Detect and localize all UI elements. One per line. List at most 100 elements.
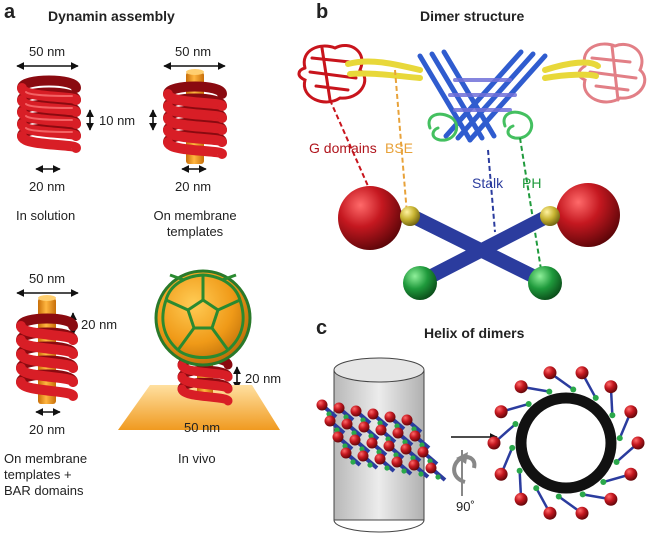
panel-title-b: Dimer structure bbox=[420, 8, 525, 24]
diameter-label-bar: 20 nm bbox=[29, 422, 66, 437]
ring-ph-domain bbox=[516, 467, 523, 474]
ring-ph-domain bbox=[570, 386, 577, 393]
rotation-indicator bbox=[451, 433, 498, 496]
side-g-domain bbox=[357, 450, 369, 462]
ring-g-domain bbox=[487, 436, 501, 450]
pitch-label-vivo: 20 nm bbox=[245, 371, 282, 386]
g-domain-ribbon-right bbox=[577, 42, 647, 104]
ring-ph-domain bbox=[600, 479, 607, 486]
membrane-floor bbox=[118, 385, 280, 430]
side-g-domain bbox=[391, 456, 403, 468]
side-g-domain bbox=[425, 462, 437, 474]
ring-g-domain bbox=[624, 405, 638, 419]
ring-g-domain bbox=[494, 405, 508, 419]
caption-bar-line1: On membrane bbox=[4, 451, 88, 466]
in-vivo-vesicle bbox=[118, 269, 280, 430]
ring-g-domain bbox=[575, 366, 589, 380]
side-ph-domain bbox=[376, 449, 382, 455]
ring-ph-domain bbox=[613, 458, 620, 465]
ring-dimers bbox=[487, 366, 645, 520]
diameter-label-solution: 20 nm bbox=[29, 179, 66, 194]
ph-sphere-left bbox=[403, 266, 437, 300]
side-g-domain bbox=[374, 453, 386, 465]
side-ph-domain bbox=[435, 474, 441, 480]
panel-title-a: Dynamin assembly bbox=[48, 8, 175, 24]
leader-bse bbox=[394, 69, 408, 215]
helix-in-solution bbox=[17, 75, 81, 153]
side-g-domain bbox=[350, 405, 362, 417]
side-g-domain bbox=[349, 434, 361, 446]
caption-membrane-line2: templates bbox=[166, 224, 224, 239]
clathrin-coated-vesicle bbox=[154, 269, 252, 367]
width-label-membrane: 50 nm bbox=[175, 44, 212, 59]
side-ph-domain bbox=[368, 433, 374, 439]
width-label-bar: 50 nm bbox=[29, 271, 66, 286]
ring-ph-domain bbox=[533, 485, 540, 492]
side-ph-domain bbox=[419, 442, 425, 448]
helix-on-membrane bbox=[163, 69, 227, 164]
panel-letter-b: b bbox=[316, 1, 329, 23]
label-g-domains: G domains bbox=[309, 140, 377, 156]
bse-sphere-right bbox=[540, 206, 560, 226]
stalk-rod-2 bbox=[413, 209, 555, 289]
caption-membrane-line1: On membrane bbox=[153, 208, 237, 223]
width-label-solution: 50 nm bbox=[29, 44, 66, 59]
leader-lines bbox=[329, 69, 544, 283]
g-domain-ribbon-left bbox=[297, 44, 367, 104]
ring-ph-domain bbox=[616, 435, 623, 442]
caption-bar-line2: templates + bbox=[4, 467, 72, 482]
helix-with-bar-domains bbox=[16, 295, 78, 404]
ring-g-domain bbox=[575, 506, 589, 520]
pitch-label-bar: 20 nm bbox=[81, 317, 118, 332]
ring-g-domain bbox=[514, 492, 528, 506]
ph-sphere-right bbox=[528, 266, 562, 300]
side-g-domain bbox=[324, 415, 336, 427]
g-domain-sphere-right bbox=[556, 183, 620, 247]
side-g-domain bbox=[401, 414, 413, 426]
side-ph-domain bbox=[402, 439, 408, 445]
ph-domain-ribbons bbox=[427, 110, 534, 142]
side-g-domain bbox=[366, 437, 378, 449]
bse-helices bbox=[345, 58, 601, 81]
dimer-schematic bbox=[338, 183, 620, 300]
ring-g-domain bbox=[514, 380, 528, 394]
side-ph-domain bbox=[360, 417, 366, 423]
ring-ph-domain bbox=[609, 412, 616, 419]
side-ph-domain bbox=[377, 420, 383, 426]
caption-in-vivo: In vivo bbox=[178, 451, 216, 466]
ring-g-domain bbox=[543, 366, 557, 380]
side-ph-domain bbox=[384, 465, 390, 471]
side-ph-domain bbox=[411, 426, 417, 432]
side-ph-domain bbox=[342, 443, 348, 449]
side-ph-domain bbox=[350, 459, 356, 465]
panel-letter-c: c bbox=[316, 317, 328, 339]
side-g-domain bbox=[316, 399, 328, 411]
side-ph-domain bbox=[427, 458, 433, 464]
ring-ph-domain bbox=[546, 388, 553, 395]
label-stalk: Stalk bbox=[472, 175, 504, 191]
side-g-domain bbox=[383, 440, 395, 452]
ring-g-domain bbox=[604, 492, 618, 506]
side-g-domain bbox=[417, 446, 429, 458]
side-g-domain bbox=[400, 443, 412, 455]
ring-g-domain bbox=[631, 436, 645, 450]
side-ph-domain bbox=[334, 427, 340, 433]
side-g-domain bbox=[367, 408, 379, 420]
ring-ph-domain bbox=[509, 444, 516, 451]
side-ph-domain bbox=[343, 414, 349, 420]
ring-g-domain bbox=[624, 467, 638, 481]
side-g-domain bbox=[409, 430, 421, 442]
caption-bar-line3: BAR domains bbox=[4, 483, 84, 498]
side-ph-domain bbox=[367, 462, 373, 468]
side-g-domain bbox=[384, 411, 396, 423]
side-g-domain bbox=[358, 421, 370, 433]
dimer-crystal-structure bbox=[297, 42, 647, 143]
side-g-domain bbox=[340, 447, 352, 459]
dimer-ring-top-view bbox=[487, 366, 645, 520]
clathrin-lattice bbox=[161, 273, 245, 359]
side-g-domain bbox=[392, 427, 404, 439]
ring-g-domain bbox=[494, 467, 508, 481]
side-ph-domain bbox=[359, 446, 365, 452]
ring-g-domain bbox=[604, 380, 618, 394]
